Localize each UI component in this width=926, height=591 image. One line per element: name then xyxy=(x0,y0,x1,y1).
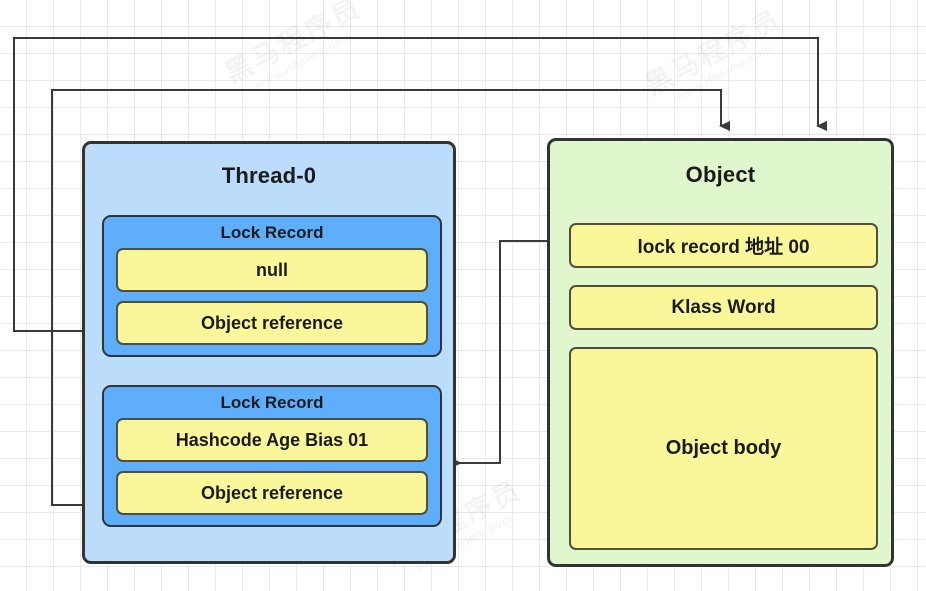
thread-panel[interactable]: Thread-0 Lock Record null Object referen… xyxy=(82,141,456,564)
lock-record-title: Lock Record xyxy=(220,223,324,242)
thread-panel-title: Thread-0 xyxy=(221,163,317,188)
watermark-text: 黑马程序员 xyxy=(217,0,368,91)
lock-record-0[interactable]: Lock Record null Object reference xyxy=(102,215,442,357)
watermark-url: www.itheima.com xyxy=(235,20,373,101)
watermark: 黑马程序员 www.itheima.com xyxy=(637,0,793,113)
watermark-text: 黑马程序员 xyxy=(637,0,788,103)
object-field-body[interactable]: Object body xyxy=(569,347,878,550)
object-field-mark-word[interactable]: lock record 地址 00 xyxy=(569,223,878,268)
watermark-url: www.itheima.com xyxy=(655,32,793,113)
lock-record-0-slot-displaced-header[interactable]: null xyxy=(116,248,428,292)
lock-record-1-slot-object-reference[interactable]: Object reference xyxy=(116,471,428,515)
lock-record-title: Lock Record xyxy=(220,393,324,412)
object-panel[interactable]: Object lock record 地址 00 Klass Word Obje… xyxy=(547,138,894,567)
lock-record-1-slot-displaced-header[interactable]: Hashcode Age Bias 01 xyxy=(116,418,428,462)
object-field-klass-word[interactable]: Klass Word xyxy=(569,285,878,330)
watermark: 黑马程序员 www.itheima.com xyxy=(217,0,373,101)
lock-record-1[interactable]: Lock Record Hashcode Age Bias 01 Object … xyxy=(102,385,442,527)
object-panel-title: Object xyxy=(685,162,756,187)
lock-record-0-slot-object-reference[interactable]: Object reference xyxy=(116,301,428,345)
